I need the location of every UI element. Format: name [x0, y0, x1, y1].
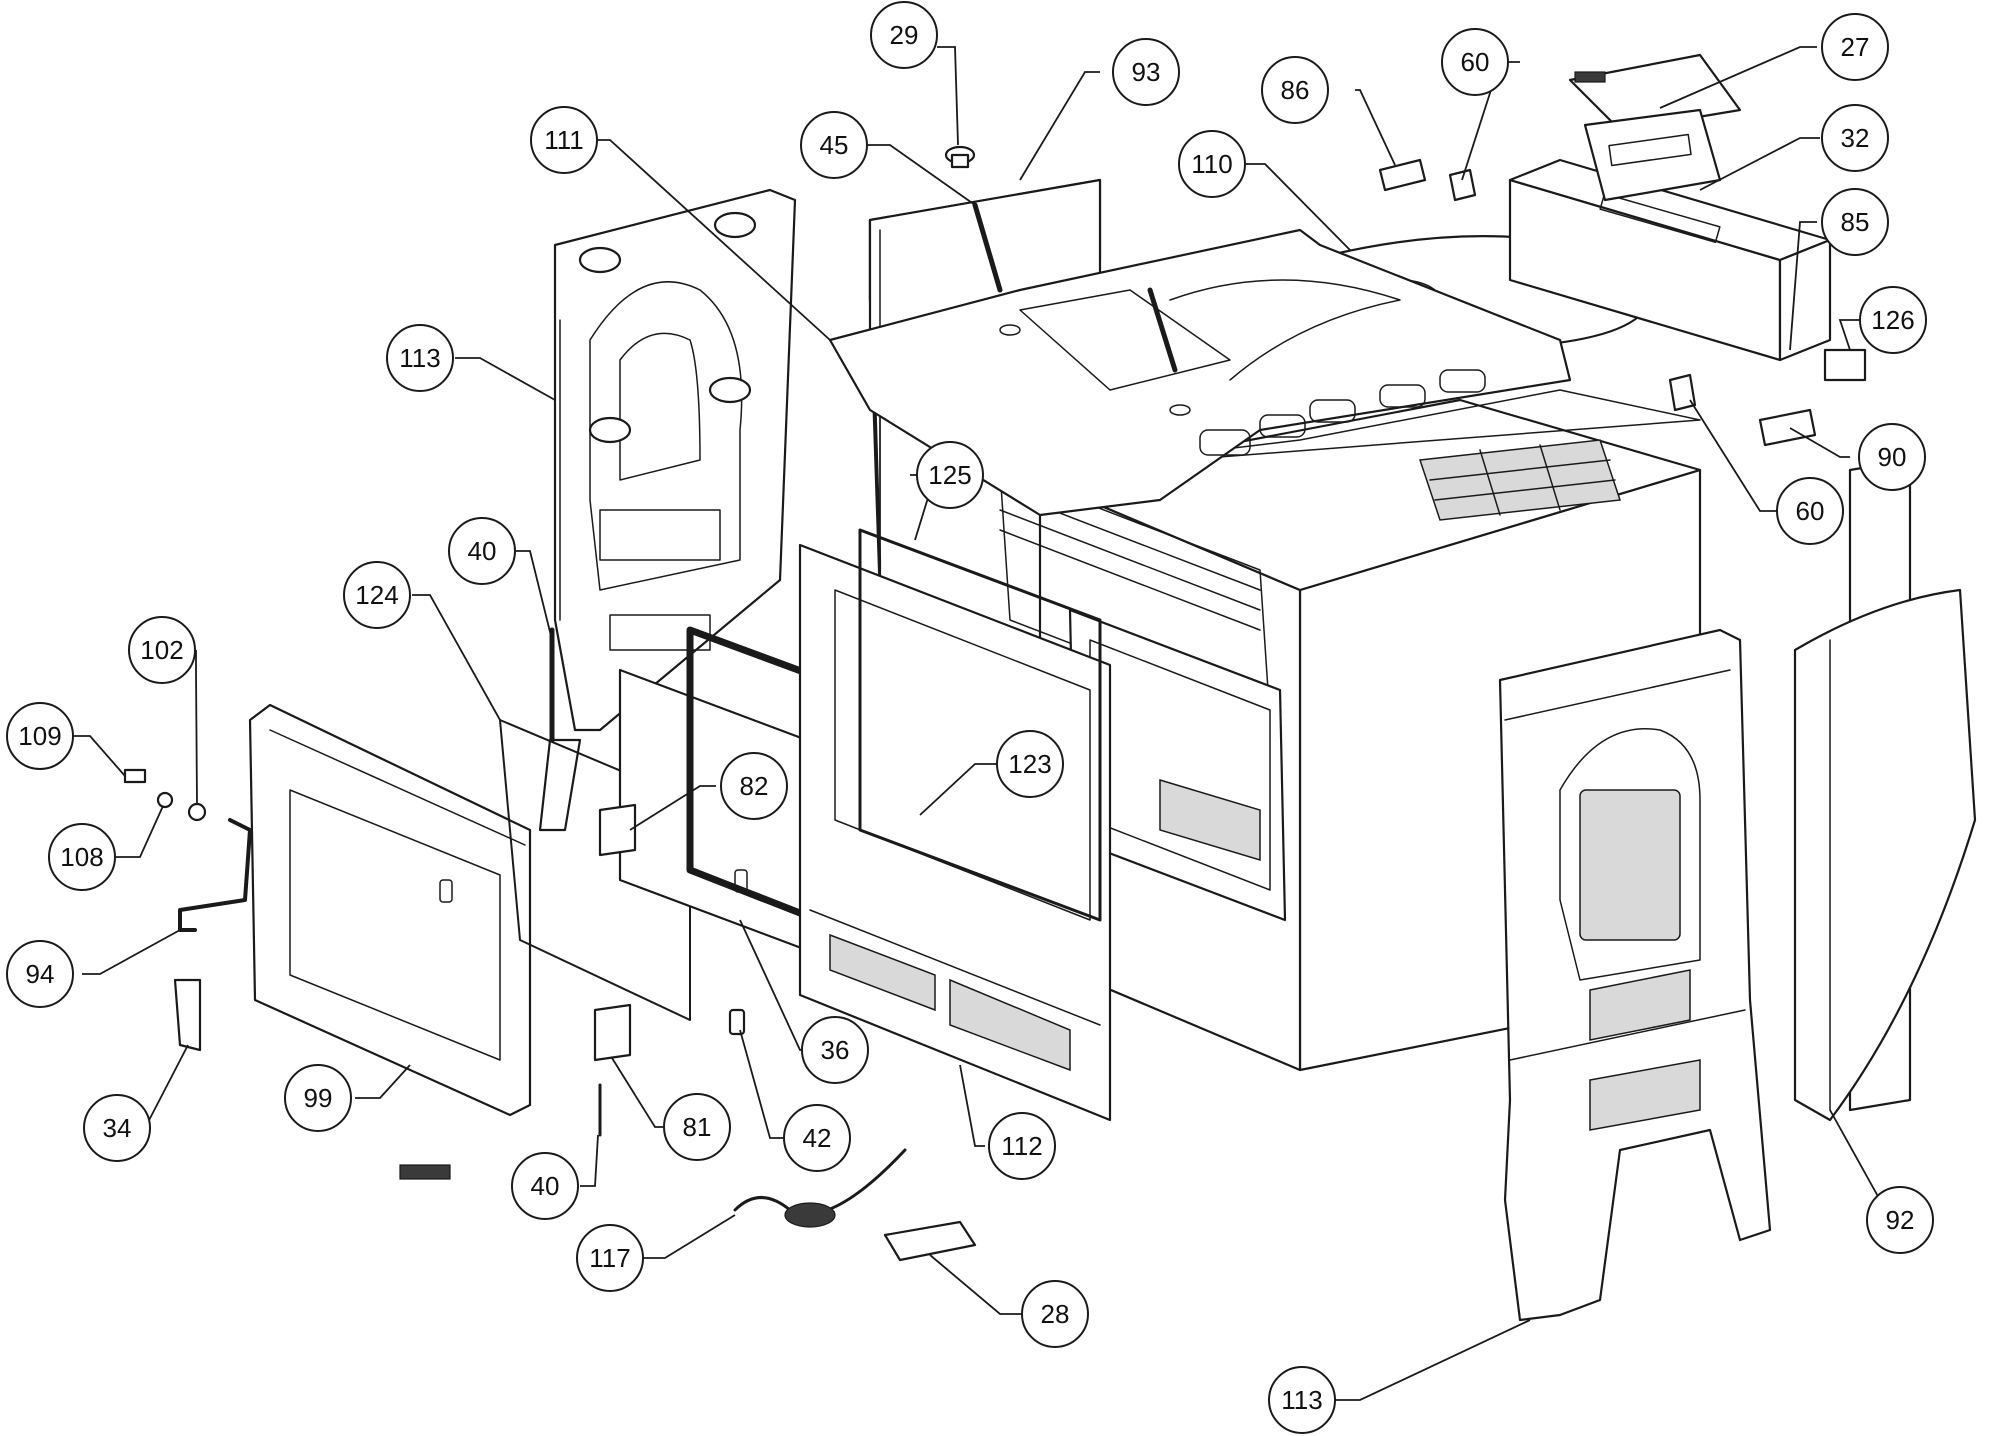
support-rods-45 — [972, 202, 1178, 373]
callout-bubble: 60 — [1441, 28, 1509, 96]
front-frame-112 — [798, 543, 1112, 1122]
callout-label: 32 — [1841, 123, 1870, 153]
callout-bubble: 123 — [996, 730, 1064, 798]
door-frame-99 — [248, 703, 532, 1117]
callout-label: 93 — [1132, 57, 1161, 87]
callout-label: 45 — [820, 130, 849, 160]
callout-label: 40 — [531, 1171, 560, 1201]
callout-label: 28 — [1041, 1299, 1070, 1329]
callout-label: 109 — [18, 721, 61, 751]
callout-bubble: 94 — [6, 940, 74, 1008]
callout-bubble: 40 — [448, 517, 516, 585]
callout-bubble: 112 — [988, 1112, 1056, 1180]
hopper-tray-32 — [1583, 108, 1722, 202]
callout-label: 94 — [26, 959, 55, 989]
callout-bubble: 32 — [1821, 104, 1889, 172]
badge-label — [399, 1164, 451, 1180]
handle-cover-34 — [173, 978, 202, 1052]
callout-bubble: 109 — [6, 702, 74, 770]
clip-42 — [728, 1008, 746, 1036]
callout-label: 36 — [821, 1035, 850, 1065]
callout-label: 27 — [1841, 32, 1870, 62]
callout-label: 110 — [1191, 149, 1232, 179]
nut-108 — [156, 791, 174, 809]
callout-bubble: 102 — [128, 616, 196, 684]
callout-label: 124 — [355, 580, 398, 610]
callout-label: 86 — [1281, 75, 1310, 105]
callout-bubble: 113 — [1268, 1366, 1336, 1434]
right-side-sheet-92 — [1793, 588, 1977, 1122]
bracket-60-upper — [1448, 168, 1477, 202]
callout-label: 99 — [304, 1083, 333, 1113]
callout-bubble: 60 — [1776, 477, 1844, 545]
callout-label: 60 — [1461, 47, 1490, 77]
inner-frame-125 — [858, 528, 1102, 922]
right-side-panel-113 — [1498, 628, 1772, 1322]
callout-bubble: 90 — [1858, 423, 1926, 491]
callout-bubble: 82 — [720, 752, 788, 820]
washer-102 — [187, 802, 207, 822]
callout-bubble: 27 — [1821, 13, 1889, 81]
callout-bubble: 85 — [1821, 188, 1889, 256]
callout-bubble: 93 — [1112, 38, 1180, 106]
callout-label: 113 — [1281, 1385, 1322, 1415]
callout-label: 82 — [740, 771, 769, 801]
callout-label: 90 — [1878, 442, 1907, 472]
callout-bubble: 111 — [530, 106, 598, 174]
plate-126 — [1823, 348, 1867, 382]
bracket-60-lower — [1668, 373, 1697, 412]
bolt-109 — [123, 768, 147, 784]
callout-bubble: 36 — [801, 1016, 869, 1084]
callout-bubble: 117 — [576, 1224, 644, 1292]
callout-bubble: 92 — [1866, 1186, 1934, 1254]
hinge-81 — [593, 1003, 632, 1062]
callout-bubble: 34 — [83, 1094, 151, 1162]
callout-label: 102 — [140, 635, 183, 665]
callout-bubble: 126 — [1859, 286, 1927, 354]
callout-bubble: 42 — [783, 1104, 851, 1172]
callout-bubble: 125 — [916, 441, 984, 509]
callout-bubble: 45 — [800, 111, 868, 179]
callout-bubble: 86 — [1261, 56, 1329, 124]
callout-label: 92 — [1886, 1205, 1915, 1235]
callout-label: 113 — [399, 343, 440, 373]
callout-label: 117 — [589, 1243, 630, 1273]
remote-control-28 — [883, 1220, 977, 1262]
callout-label: 29 — [890, 20, 919, 50]
hinge-82 — [598, 803, 637, 857]
door-hinge-arm — [538, 627, 582, 832]
callout-label: 126 — [1871, 305, 1914, 335]
callout-label: 60 — [1796, 496, 1825, 526]
callout-label: 112 — [1001, 1131, 1042, 1161]
callout-bubble: 113 — [386, 324, 454, 392]
tool-hook-117 — [733, 1148, 907, 1228]
callout-bubble: 28 — [1021, 1280, 1089, 1348]
callout-bubble: 124 — [343, 561, 411, 629]
callout-label: 108 — [60, 842, 103, 872]
callout-bubble: 108 — [48, 823, 116, 891]
callout-label: 111 — [544, 125, 584, 155]
callout-bubble: 99 — [284, 1064, 352, 1132]
callout-label: 40 — [468, 536, 497, 566]
flue-box-85 — [1508, 158, 1832, 362]
callout-bubble: 110 — [1178, 130, 1246, 198]
callout-bubble: 81 — [663, 1093, 731, 1161]
callout-label: 42 — [803, 1123, 832, 1153]
callout-label: 81 — [683, 1112, 712, 1142]
bracket-90 — [1758, 408, 1817, 447]
callout-label: 85 — [1841, 207, 1870, 237]
left-side-panel-113 — [553, 188, 797, 732]
callout-bubble: 40 — [511, 1152, 579, 1220]
callout-bubble: 29 — [870, 1, 938, 69]
bracket-86 — [1378, 158, 1427, 192]
callout-label: 34 — [103, 1113, 132, 1143]
door-handle-94 — [178, 818, 252, 932]
callout-label: 123 — [1008, 749, 1051, 779]
knob-29 — [944, 145, 976, 169]
callout-label: 125 — [928, 460, 971, 490]
